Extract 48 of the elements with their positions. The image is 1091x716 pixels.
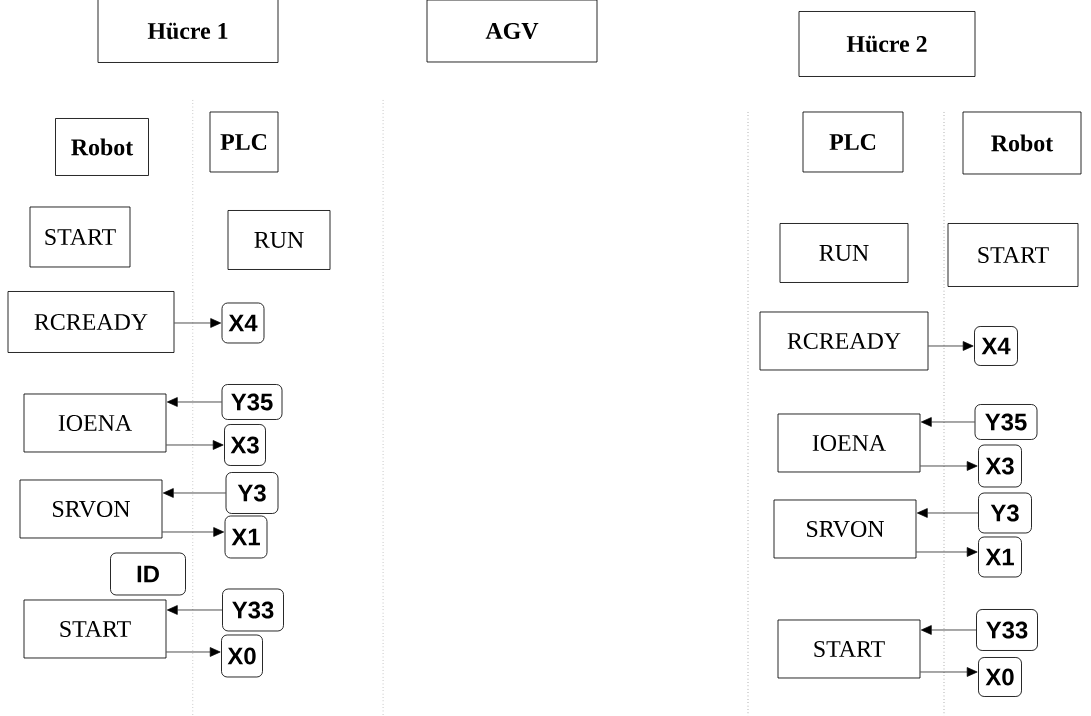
signal-box: RUN [227, 210, 331, 270]
signal-box: SRVON [19, 479, 163, 539]
signal-box: RCREADY [7, 291, 175, 353]
io-label: X0 [978, 657, 1022, 697]
arrow [174, 318, 222, 328]
arrow [166, 397, 222, 407]
signal-box: RUN [779, 223, 909, 283]
title-box: Robot [962, 111, 1082, 175]
signal-box: SRVON [773, 499, 917, 559]
io-label: Y35 [221, 384, 283, 420]
arrow [166, 605, 223, 615]
io-label: X1 [978, 536, 1022, 578]
io-label: Y3 [225, 472, 279, 514]
title-box: Hücre 1 [97, 0, 279, 63]
io-label: X3 [224, 424, 266, 466]
signal-box: IOENA [777, 413, 921, 473]
arrow [166, 440, 224, 450]
arrow [920, 625, 977, 635]
arrow [920, 461, 978, 471]
signal-box: START [29, 206, 131, 268]
signal-box: START [777, 619, 921, 679]
arrow [920, 417, 975, 427]
arrow [916, 508, 979, 518]
io-label: Y3 [978, 492, 1032, 534]
io-label: X4 [974, 326, 1018, 366]
arrow [166, 647, 221, 657]
title-box: PLC [209, 111, 279, 173]
signal-box: START [947, 223, 1079, 287]
arrow [916, 547, 978, 557]
signal-box: RCREADY [759, 311, 929, 371]
title-box: PLC [802, 111, 904, 173]
io-label: Y33 [222, 588, 284, 632]
arrow [162, 527, 225, 537]
arrow [162, 488, 226, 498]
signal-box: START [23, 599, 167, 659]
title-box: AGV [426, 0, 598, 63]
io-label: X1 [224, 515, 268, 559]
signal-box: IOENA [23, 393, 167, 453]
io-label: Y33 [976, 609, 1038, 651]
io-label: Y35 [974, 404, 1038, 440]
arrow [920, 667, 978, 677]
title-box: Hücre 2 [798, 11, 976, 77]
title-box: Robot [55, 118, 149, 176]
io-label: ID [110, 552, 186, 596]
arrow [928, 341, 974, 351]
io-label: X3 [978, 444, 1022, 488]
io-label: X0 [221, 634, 263, 678]
io-label: X4 [221, 302, 265, 344]
